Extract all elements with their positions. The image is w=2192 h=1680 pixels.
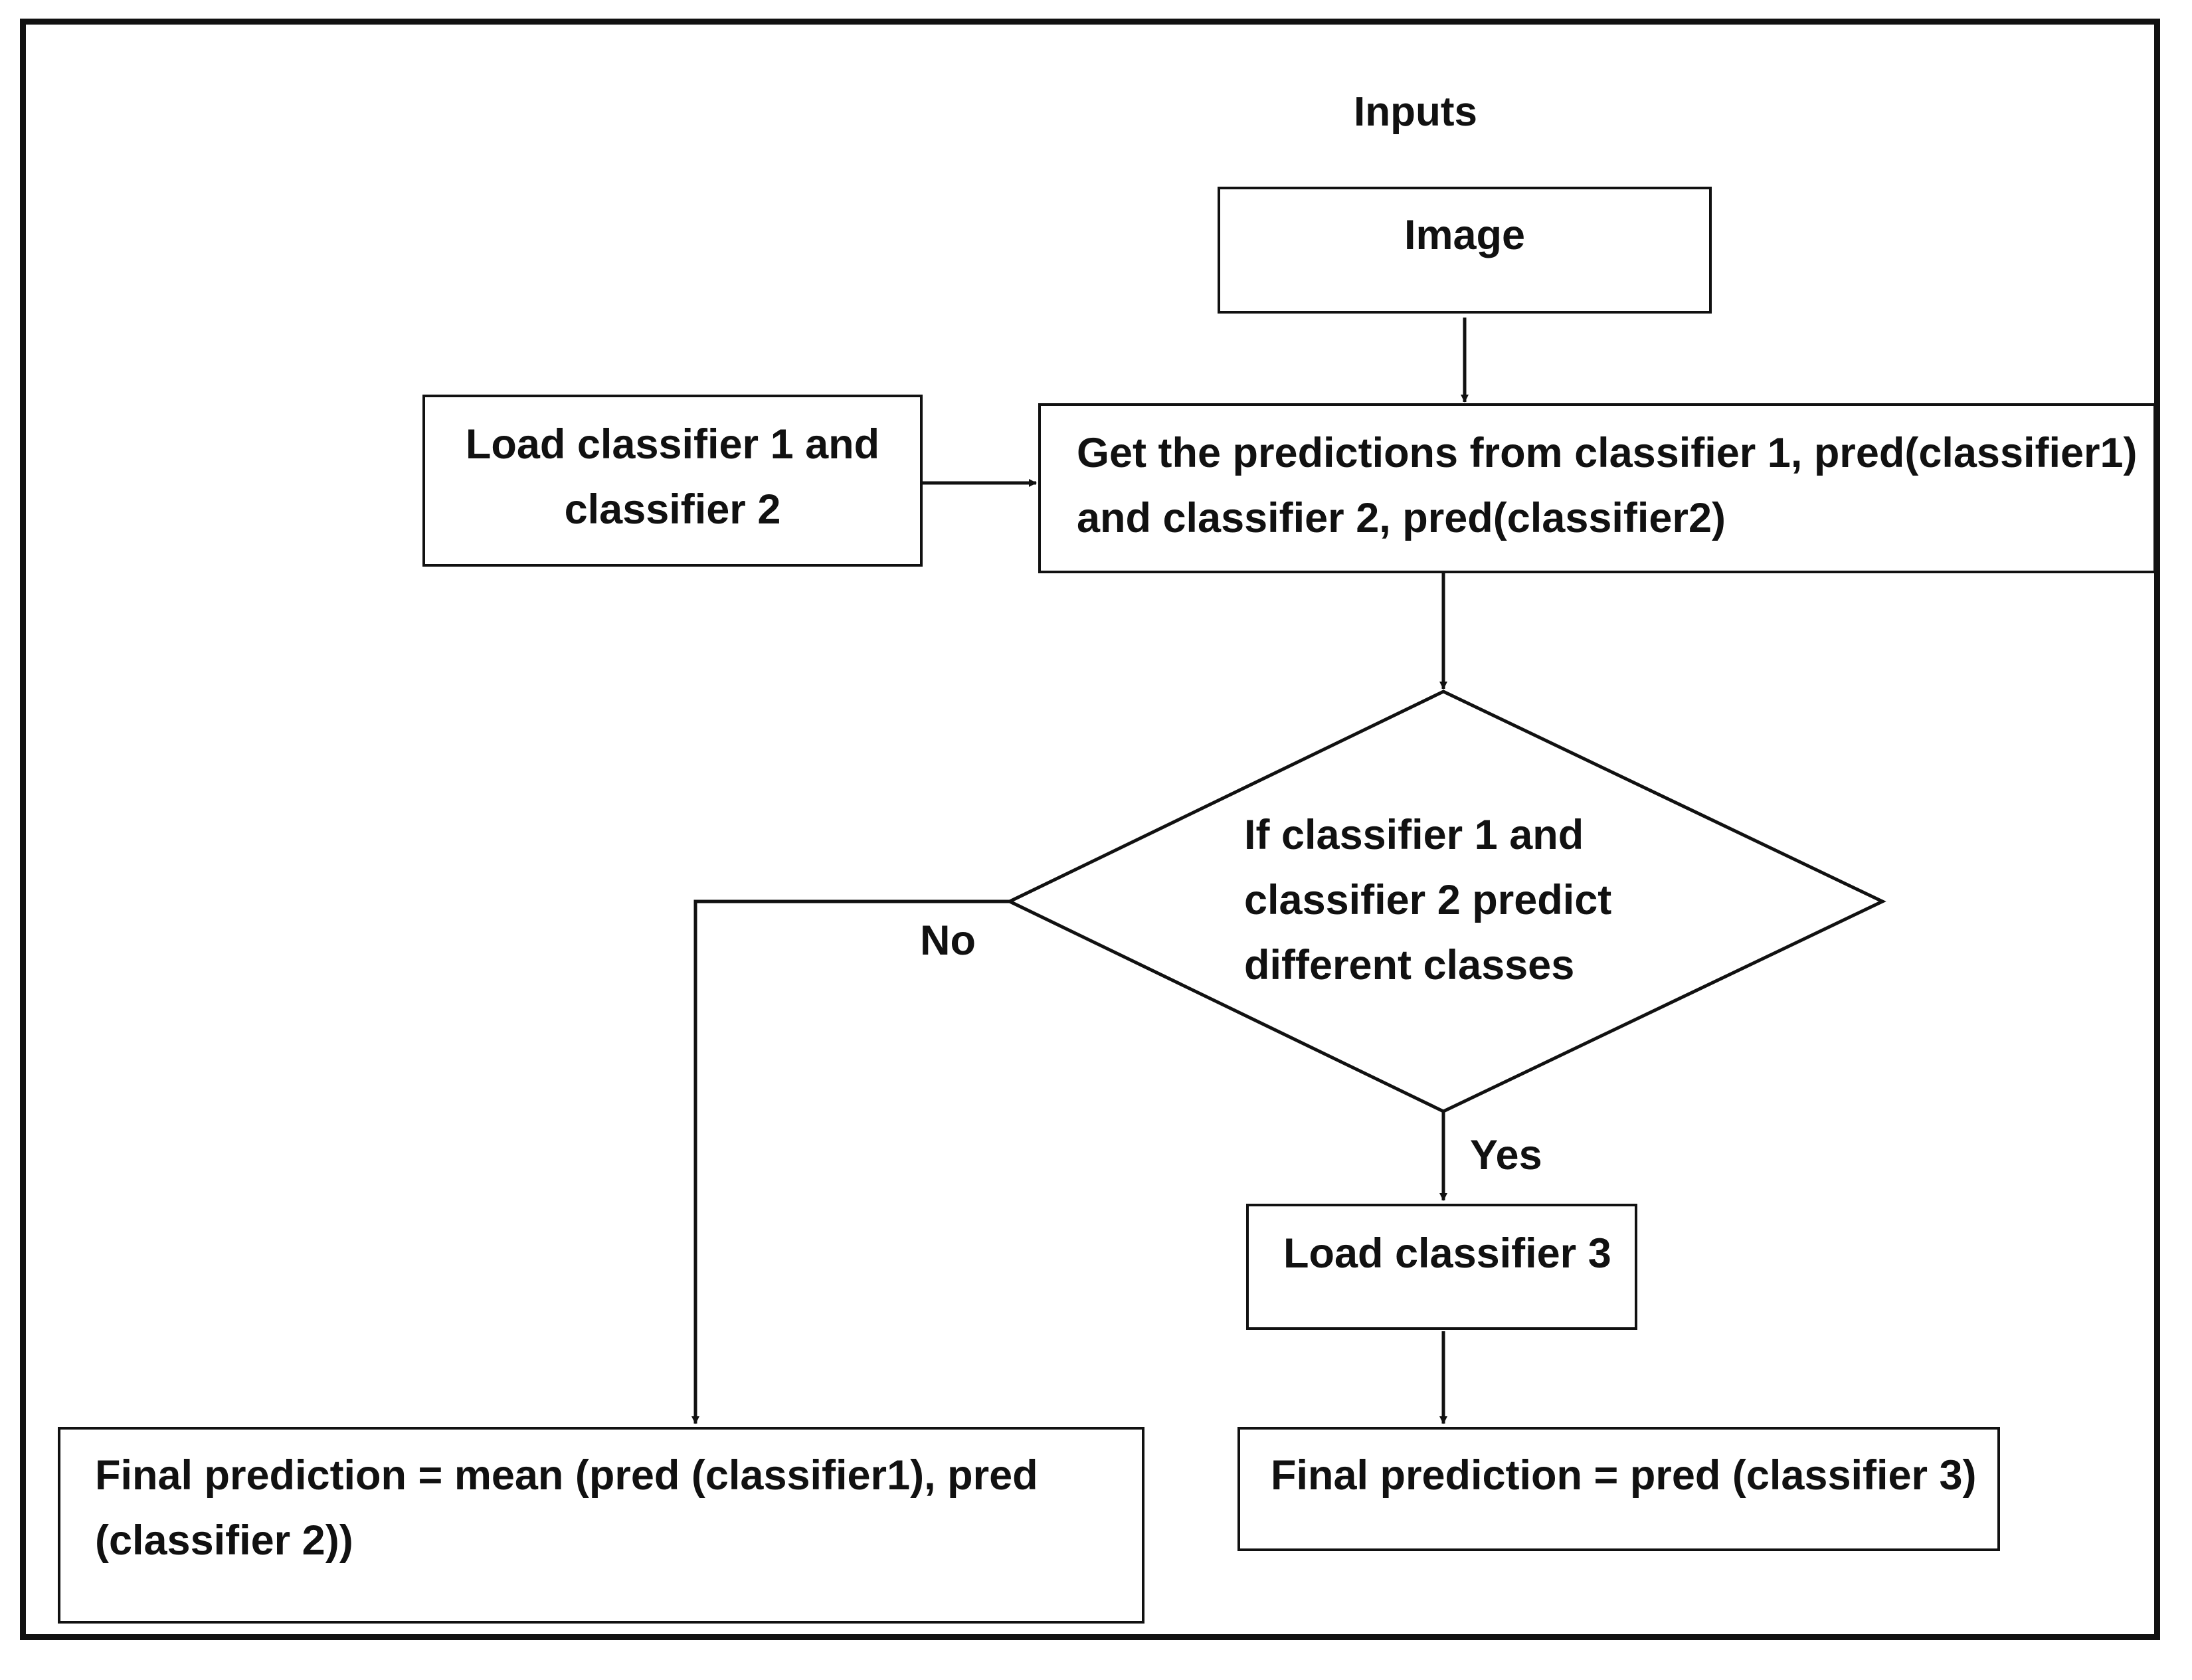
load-classifier-1-2-line1: Load classifier 1 and [465, 421, 880, 468]
yes-label: Yes [1470, 1132, 1542, 1178]
decision-line3: different classes [1244, 942, 1575, 988]
arrow-no-branch [691, 899, 1010, 1424]
no-label: No [920, 917, 976, 964]
final-pred3-node: Final prediction = pred (classifier 3) [1237, 1427, 2000, 1551]
get-predictions-line1: Get the predictions from classifier 1, p… [1077, 430, 2138, 476]
inputs-title: Inputs [1354, 89, 1477, 135]
diagram-frame [20, 19, 2160, 1640]
get-predictions-line2: and classifier 2, pred(classifier2) [1077, 495, 1726, 541]
decision-line1: If classifier 1 and [1244, 812, 1584, 858]
get-predictions-node: Get the predictions from classifier 1, p… [1038, 403, 2156, 573]
load-classifier-1-2-node: Load classifier 1 and classifier 2 [422, 395, 923, 567]
final-pred3-label: Final prediction = pred (classifier 3) [1271, 1452, 1977, 1499]
final-mean-line1: Final prediction = mean (pred (classifie… [95, 1452, 1038, 1499]
final-mean-line2: (classifier 2)) [95, 1517, 353, 1564]
decision-line2: classifier 2 predict [1244, 877, 1612, 923]
final-mean-node: Final prediction = mean (pred (classifie… [58, 1427, 1144, 1624]
image-node: Image [1218, 187, 1712, 314]
load-classifier-3-label: Load classifier 3 [1283, 1230, 1611, 1277]
load-classifier-3-node: Load classifier 3 [1246, 1204, 1637, 1330]
image-label: Image [1404, 212, 1526, 258]
load-classifier-1-2-line2: classifier 2 [564, 486, 781, 533]
